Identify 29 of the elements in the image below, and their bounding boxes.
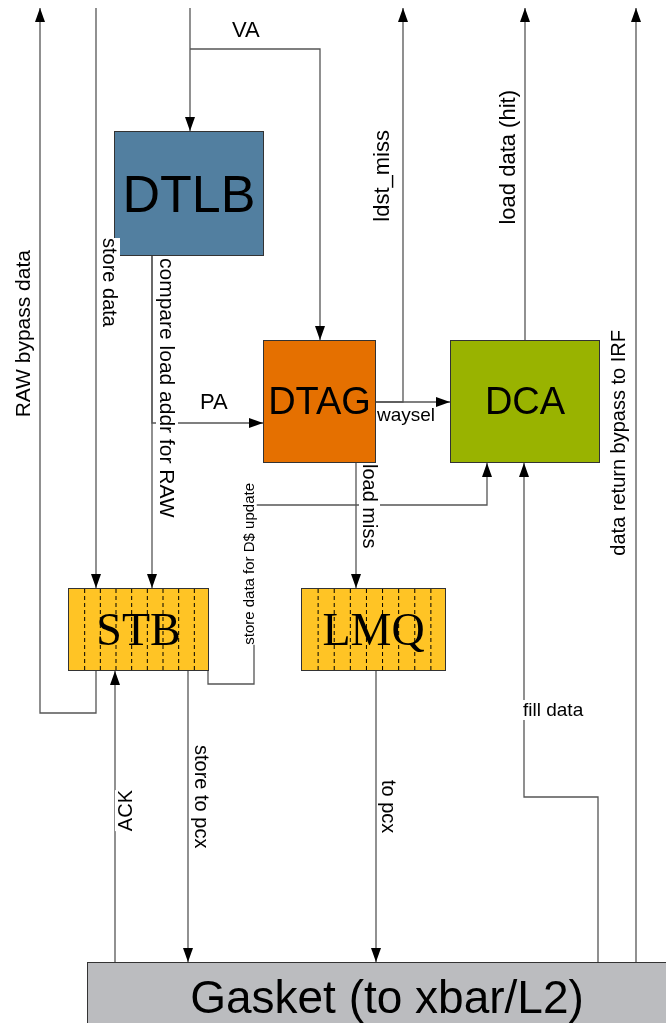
edge-label: fill data — [523, 700, 584, 720]
arrow — [35, 7, 97, 714]
edge-label: store to pcx — [191, 745, 212, 849]
edge-label: store data for D$ update — [241, 483, 257, 645]
arrow — [185, 7, 195, 132]
arrow — [371, 670, 381, 963]
edge-label: load data (hit) — [496, 90, 520, 225]
arrow — [189, 48, 325, 341]
arrow — [519, 462, 599, 963]
arrow — [520, 7, 530, 341]
arrow — [91, 7, 101, 589]
edge-label: RAW bypass data — [12, 250, 35, 418]
arrow — [631, 7, 641, 963]
edge-label: to pcx — [378, 780, 399, 834]
arrow — [147, 255, 157, 589]
buffer-box: STB — [68, 588, 209, 671]
edge-label: load miss — [359, 464, 380, 549]
arrow — [375, 7, 408, 403]
tag-box: DTAG — [263, 340, 376, 463]
edge-label: ldst_miss — [370, 130, 394, 222]
edge-label: compare load addr for RAW — [156, 258, 179, 518]
arrow — [351, 462, 361, 589]
edge-label: waysel — [377, 405, 436, 425]
arrow — [110, 670, 120, 963]
queue-box: LMQ — [301, 588, 446, 671]
edge-label: data return bypass to IRF — [608, 330, 629, 556]
gasket-box: Gasket (to xbar/L2) — [87, 962, 666, 1023]
cache-box: DCA — [450, 340, 600, 463]
arrow — [183, 670, 193, 963]
